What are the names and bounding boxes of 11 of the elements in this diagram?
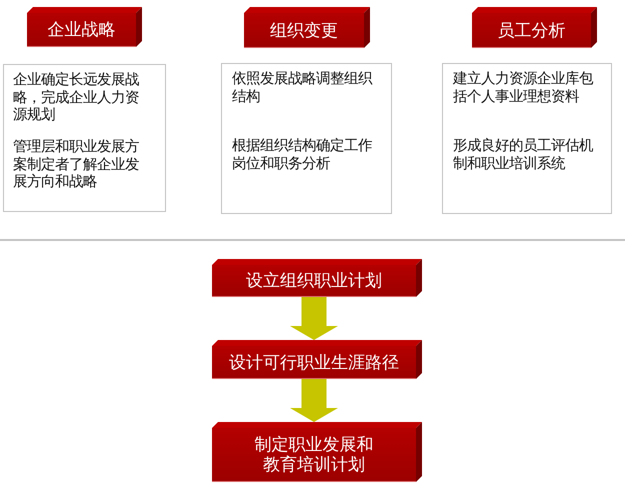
description-text: 形成良好的员工评估机制和职业培训系统 — [453, 138, 594, 173]
description-text: 根据组织结构确定工作岗位和职务分析 — [232, 138, 373, 173]
description-text: 企业确定长远发展战略，完成企业人力资源规划 — [13, 72, 140, 124]
text-box — [442, 63, 612, 214]
arrow — [290, 379, 338, 422]
arrow — [290, 297, 338, 340]
description-text: 管理层和职业发展方案制定者了解企业发展方向和战略 — [13, 139, 140, 192]
description-text: 建立人力资源企业库包括个人事业理想资料 — [453, 71, 594, 106]
text-box — [3, 64, 166, 212]
text-box — [221, 63, 392, 214]
description-text: 依照发展战略调整组织结构 — [232, 71, 374, 106]
